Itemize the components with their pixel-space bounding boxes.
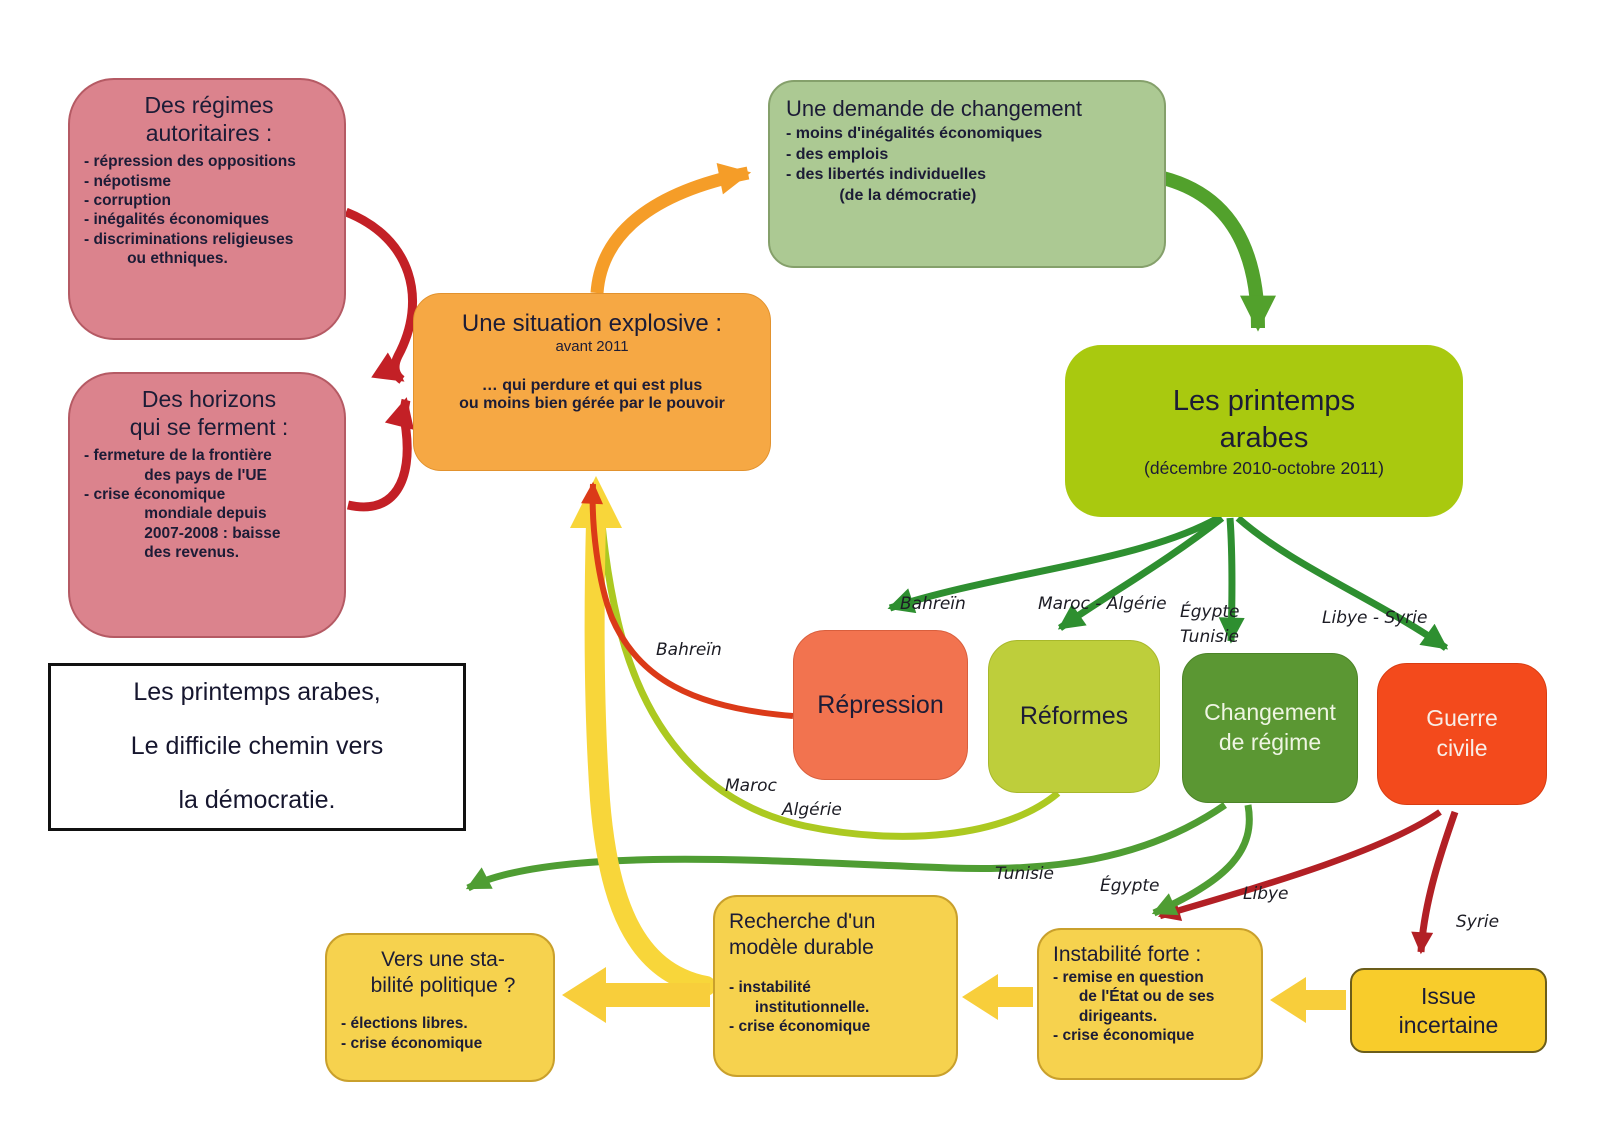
- node-label: Réformes: [1019, 702, 1129, 731]
- node-situation-explosive: Une situation explosive : avant 2011 … q…: [413, 293, 771, 471]
- node-instabilite-forte: Instabilité forte : - remise en question…: [1037, 928, 1263, 1080]
- curve-changement-to-instabilite: [1151, 804, 1253, 917]
- node-reformes: Réformes: [988, 640, 1160, 793]
- bullet: - crise économique mondiale depuis 2007-…: [84, 485, 281, 562]
- map-title-text: Les printemps arabes, Le difficile chemi…: [130, 678, 384, 814]
- node-repression: Répression: [793, 630, 968, 780]
- edge-label-libye-syrie: Libye - Syrie: [1322, 608, 1428, 628]
- node-changement-regime: Changement de régime: [1182, 653, 1358, 803]
- curve-recherche-to-situation-shaft: [584, 512, 716, 996]
- edge-label-bahrein: Bahreïn: [656, 640, 722, 660]
- edge-label-maroc: Maroc: [725, 776, 777, 796]
- node-title: Les printemps arabes: [1172, 385, 1356, 454]
- node-title: Vers une sta- bilité politique ?: [370, 948, 516, 997]
- curve-repression-to-situation: [581, 481, 794, 719]
- node-demande-changement: Une demande de changement - moins d'inég…: [768, 80, 1166, 268]
- node-map-title: Les printemps arabes, Le difficile chemi…: [48, 663, 466, 831]
- edge-label-tunisie: Tunisie: [995, 864, 1054, 884]
- node-title: Une situation explosive :: [461, 310, 723, 337]
- bullet: - fermeture de la frontière des pays de …: [84, 447, 272, 484]
- bullet: - crise économique: [729, 1018, 871, 1036]
- node-label: Guerre civile: [1426, 705, 1498, 761]
- edge-label-maroc-algerie: Maroc - Algérie: [1038, 594, 1167, 614]
- node-title: Des horizons qui se ferment :: [129, 386, 289, 440]
- node-subtitle: avant 2011: [555, 337, 629, 355]
- node-issue-incertaine: Issue incertaine: [1350, 968, 1547, 1053]
- bullet: - discriminations religieuses ou ethniqu…: [84, 230, 294, 268]
- edge-label-egypte: Égypte: [1100, 876, 1160, 896]
- bullet: - népotisme: [84, 172, 171, 190]
- node-recherche-modele: Recherche d'un modèle durable - instabil…: [713, 895, 958, 1077]
- arrow-printemps-to-repression: [887, 514, 1220, 614]
- node-subtitle: (décembre 2010-octobre 2011): [1144, 457, 1384, 478]
- bullet: - instabilité institutionnelle.: [729, 979, 870, 1016]
- block-arrow-issue-to-instabilite: [1270, 977, 1346, 1023]
- node-label: Répression: [817, 690, 944, 719]
- curve-guerre-to-instabilite: [1157, 809, 1442, 921]
- bullet: - répression des oppositions: [84, 153, 296, 171]
- edge-label-bahrein-top: Bahreïn: [900, 594, 966, 614]
- node-body: … qui perdure et qui est plus ou moins b…: [459, 376, 725, 412]
- edge-label-algerie: Algérie: [782, 800, 842, 820]
- node-title: Des régimes autoritaires :: [144, 92, 274, 146]
- edge-label-libye: Libye: [1243, 884, 1289, 904]
- node-title: Issue incertaine: [1398, 982, 1499, 1038]
- node-horizons: Des horizons qui se ferment : - fermetur…: [68, 372, 346, 638]
- bullet: - moins d'inégalités économiques: [786, 125, 1043, 143]
- node-title: Recherche d'un modèle durable: [729, 910, 876, 959]
- bullet: - remise en question de l'État ou de ses…: [1053, 968, 1215, 1025]
- bullet: - des libertés individuelles (de la démo…: [786, 166, 987, 204]
- node-title: Instabilité forte :: [1053, 943, 1202, 966]
- bullet: - des emplois: [786, 145, 889, 163]
- bullet: - corruption: [84, 191, 171, 209]
- arrow-horizons-to-situation: [346, 397, 415, 512]
- curve-reformes-to-situation: [596, 491, 1061, 840]
- arrow-demande-to-printemps: [1161, 171, 1276, 332]
- node-label: Changement de régime: [1204, 699, 1336, 755]
- node-guerre-civile: Guerre civile: [1377, 663, 1547, 805]
- bullet: - crise économique: [341, 1034, 483, 1052]
- arrow-regimes-to-situation: [344, 207, 418, 384]
- arrow-printemps-to-reformes: [1057, 515, 1225, 631]
- bullet: - inégalités économiques: [84, 211, 270, 229]
- edge-label-egypte-tunisie: Égypte Tunisie: [1180, 602, 1240, 647]
- curve-guerre-to-issue: [1411, 810, 1459, 955]
- node-printemps-arabes: Les printemps arabes (décembre 2010-octo…: [1065, 345, 1463, 517]
- node-stabilite-politique: Vers une sta- bilité politique ? - élect…: [325, 933, 555, 1082]
- bullet: - élections libres.: [341, 1015, 468, 1033]
- bullet: - crise économique: [1053, 1027, 1195, 1045]
- edge-label-syrie: Syrie: [1456, 912, 1500, 932]
- node-regimes-autoritaires: Des régimes autoritaires : - répression …: [68, 78, 346, 340]
- node-title: Une demande de changement: [786, 96, 1082, 121]
- curve-changement-to-stabilite: [465, 802, 1227, 892]
- arrow-printemps-to-guerre: [1235, 515, 1449, 651]
- arrow-situation-to-demande: [590, 162, 752, 294]
- arrow-printemps-to-changement: [1218, 517, 1245, 644]
- block-arrow-instabilite-to-recherche: [962, 974, 1033, 1020]
- block-arrow-recherche-to-stabilite: [562, 967, 710, 1023]
